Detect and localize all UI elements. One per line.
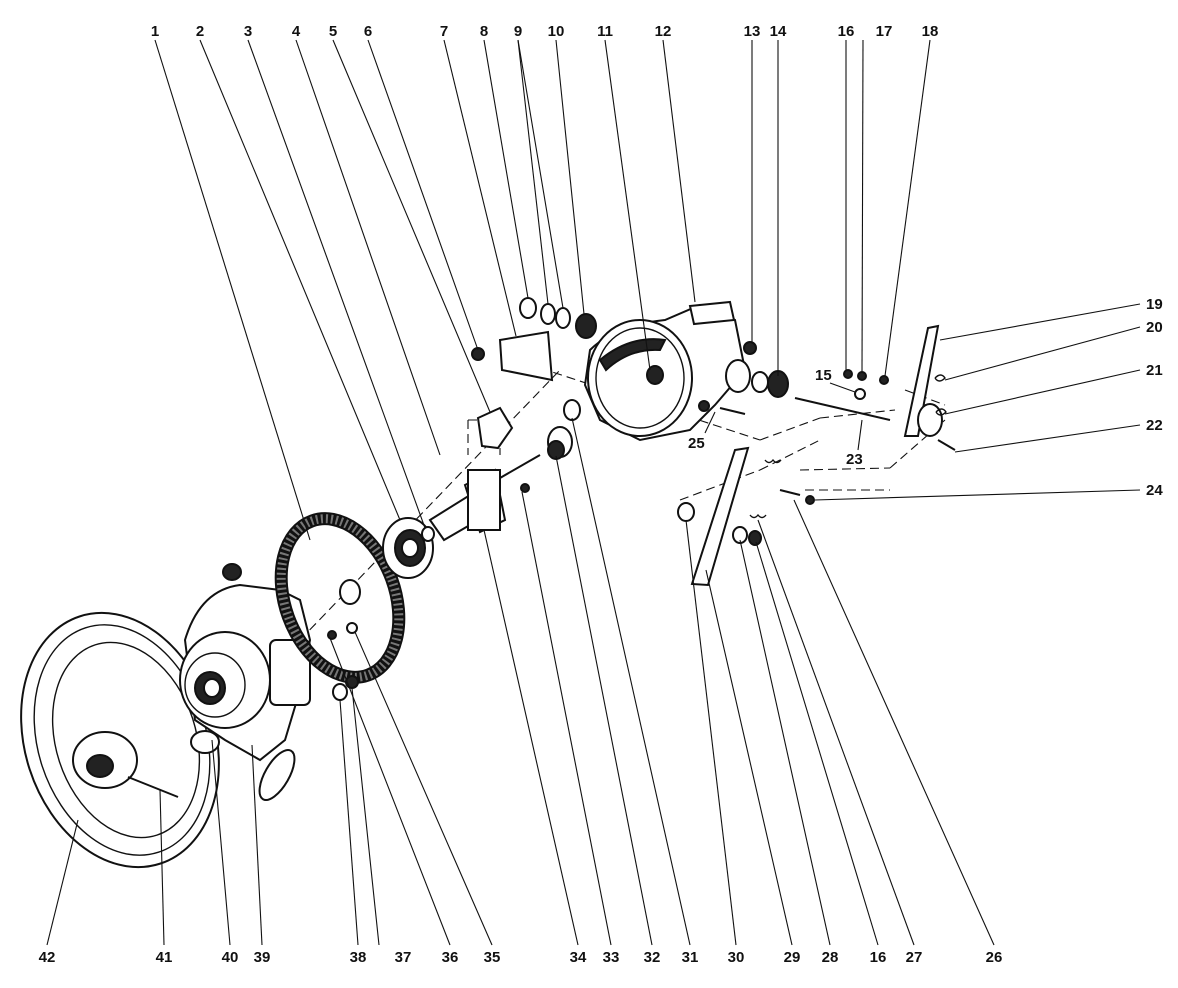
callout-35: 35: [484, 949, 501, 966]
callout-13: 13: [744, 23, 761, 40]
callout-36: 36: [442, 949, 459, 966]
callout-23: 23: [846, 451, 863, 468]
gear-housing: [179, 563, 312, 801]
callout-labels: 1 2 3 4 5 6 7 8 9 10 11 12 13 14 16 17 1…: [39, 23, 1164, 966]
callout-7: 7: [440, 23, 448, 40]
callout-37: 37: [395, 949, 412, 966]
gasket: [274, 512, 406, 684]
callout-24: 24: [1146, 482, 1163, 499]
bushing: [547, 399, 581, 460]
callout-25: 25: [688, 435, 705, 452]
callout-14: 14: [770, 23, 787, 40]
callout-31: 31: [682, 949, 699, 966]
callout-30: 30: [728, 949, 745, 966]
leader-lines: [46, 39, 1141, 946]
callout-28: 28: [822, 949, 839, 966]
callout-26: 26: [986, 949, 1003, 966]
callout-4: 4: [292, 23, 301, 40]
callout-21: 21: [1146, 362, 1163, 379]
callout-20: 20: [1146, 319, 1163, 336]
callout-15: 15: [815, 367, 832, 384]
callout-22: 22: [1146, 417, 1163, 434]
callout-16-bottom: 16: [870, 949, 887, 966]
callout-3: 3: [244, 23, 252, 40]
callout-32: 32: [644, 949, 661, 966]
callout-6: 6: [364, 23, 372, 40]
pulley: [20, 611, 220, 869]
lever-19: [843, 324, 956, 451]
mount-plate: [471, 330, 554, 382]
callout-40: 40: [222, 949, 239, 966]
callout-5: 5: [329, 23, 337, 40]
callout-8: 8: [480, 23, 488, 40]
callout-34: 34: [570, 949, 587, 966]
callout-29: 29: [784, 949, 801, 966]
callout-19: 19: [1146, 296, 1163, 313]
callout-9: 9: [514, 23, 522, 40]
callout-33: 33: [603, 949, 620, 966]
callout-42: 42: [39, 949, 56, 966]
callout-10: 10: [548, 23, 565, 40]
callout-11: 11: [597, 23, 613, 40]
fasteners: [327, 622, 359, 701]
bearing: [382, 517, 435, 579]
callout-12: 12: [655, 23, 672, 40]
callout-41: 41: [156, 949, 173, 966]
callout-27: 27: [906, 949, 923, 966]
main-case: [583, 300, 757, 442]
worm-shaft: [428, 406, 541, 542]
callout-16-top: 16: [838, 23, 855, 40]
callout-38: 38: [350, 949, 367, 966]
lever-29: [677, 446, 815, 587]
callout-17: 17: [876, 23, 893, 40]
parts-drawing: [20, 297, 956, 869]
callout-39: 39: [254, 949, 271, 966]
callout-18: 18: [922, 23, 939, 40]
callout-2: 2: [196, 23, 204, 40]
callout-1: 1: [151, 23, 159, 40]
shift-shaft: [698, 370, 891, 421]
washers: [519, 297, 597, 339]
